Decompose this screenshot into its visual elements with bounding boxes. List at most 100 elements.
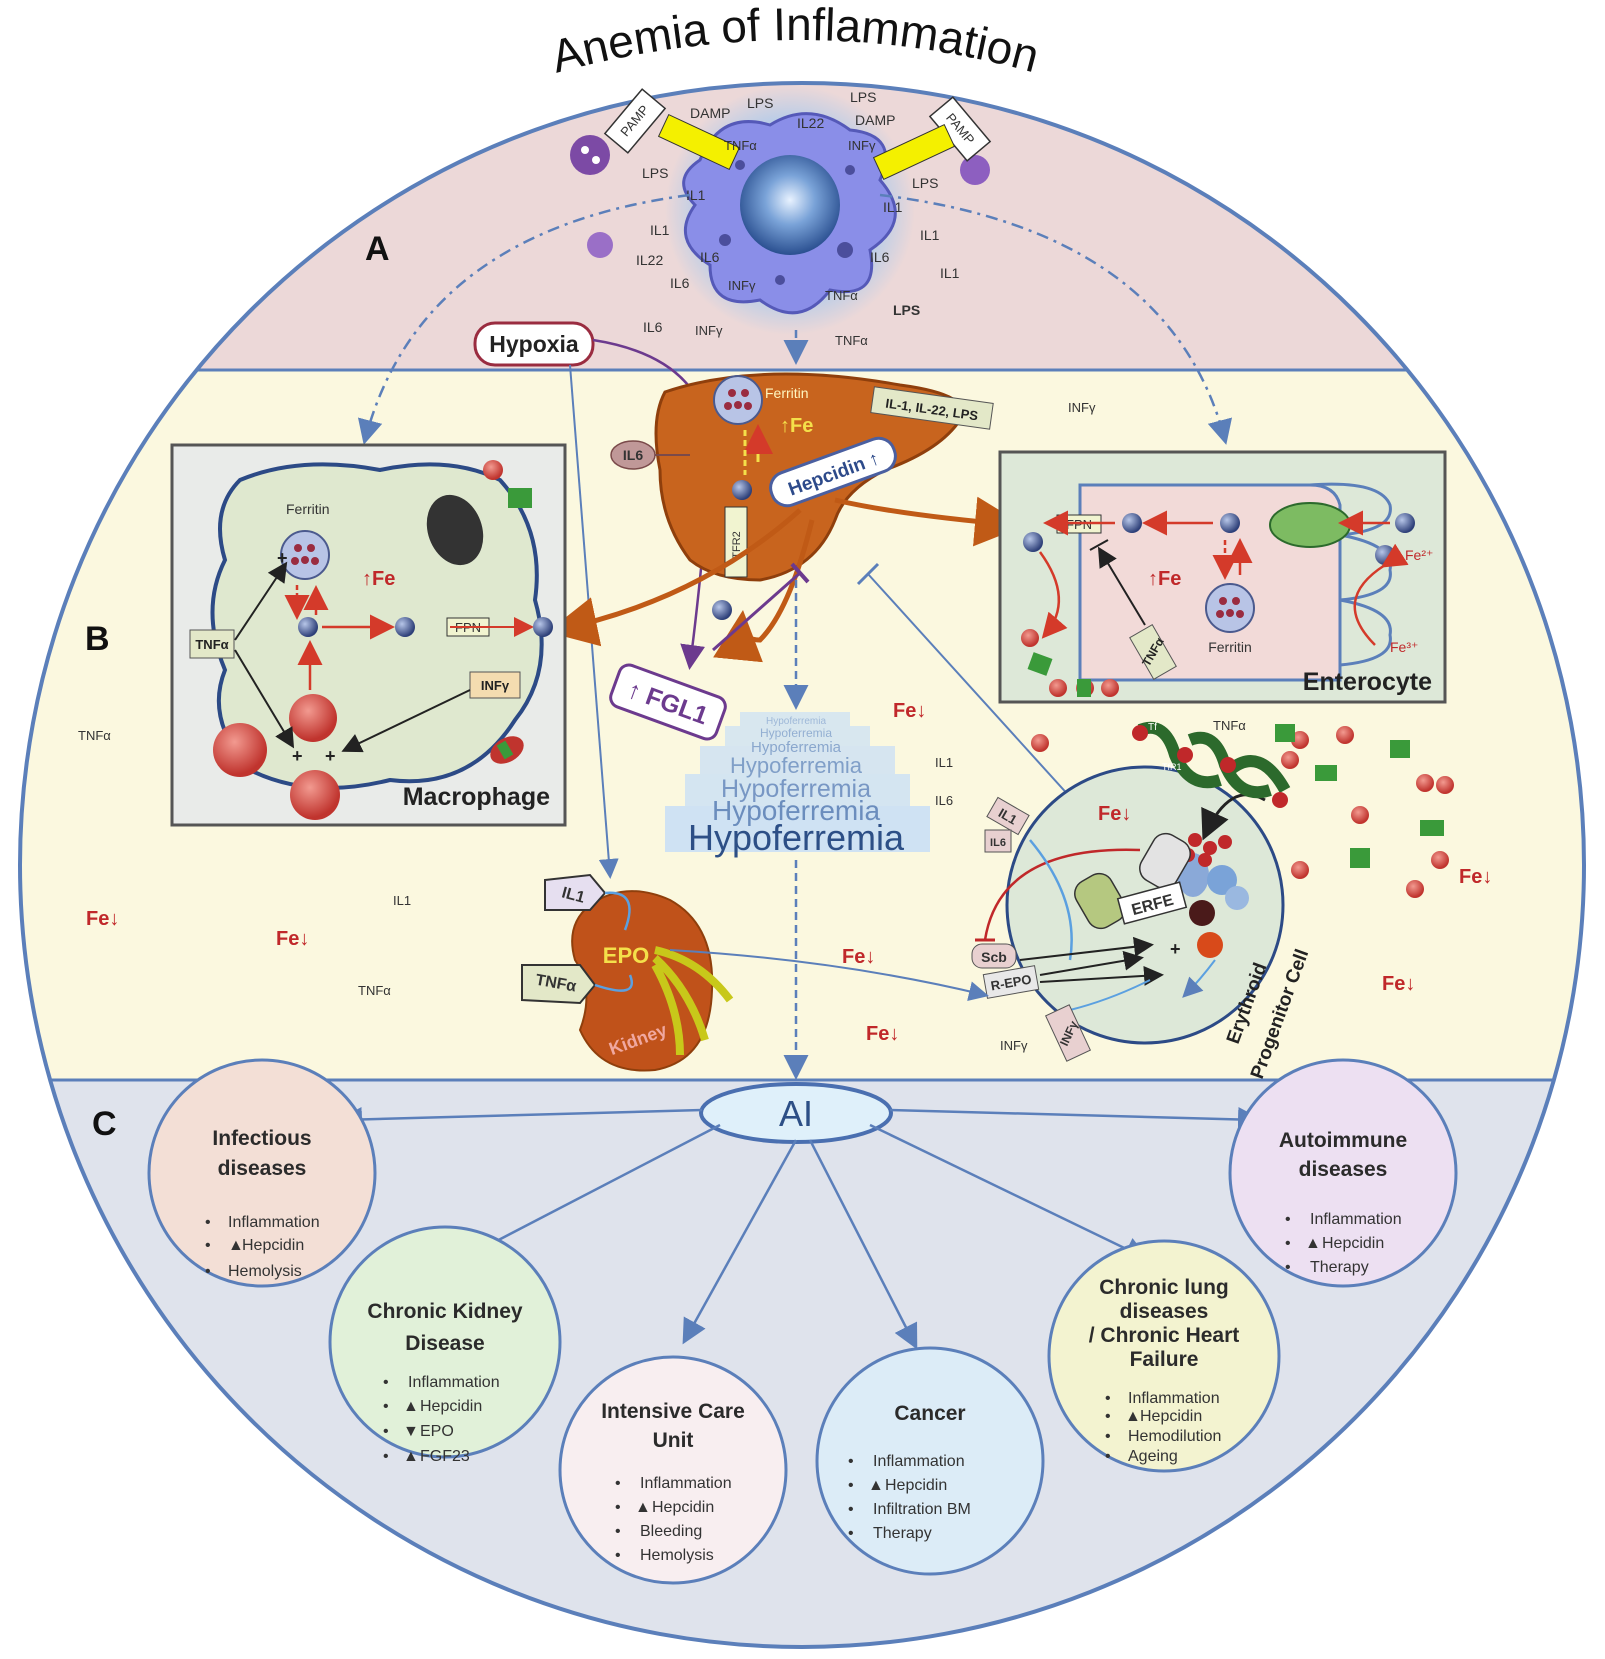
svg-text:•: • [383,1398,389,1415]
svg-text:DAMP: DAMP [855,112,895,128]
panel-label-c: C [92,1105,117,1143]
macrophage-box: Ferritin ↑Fe FPN TNFα INFγ + + + Macroph… [170,443,567,827]
svg-text:Intensive Care: Intensive Care [601,1400,745,1423]
svg-text:Hypoferremia: Hypoferremia [688,817,905,858]
svg-text:Ageing: Ageing [1128,1448,1178,1465]
ai-arrows [337,1106,1263,1350]
svg-text:•: • [848,1501,854,1518]
svg-text:Fe↓: Fe↓ [86,908,119,930]
svg-text:INFγ: INFγ [848,138,876,153]
svg-text:▲: ▲ [403,1398,419,1415]
svg-text:EPO: EPO [603,943,649,968]
panel-label-a: A [365,230,390,268]
svg-text:↑Fe: ↑Fe [780,415,813,437]
il6-receptor: IL6 [610,440,690,470]
svg-text:•: • [1105,1408,1111,1425]
svg-text:Inflammation: Inflammation [228,1214,320,1231]
svg-text:•: • [615,1475,621,1492]
panel-label-b: B [85,620,110,658]
svg-text:Failure: Failure [1130,1348,1199,1371]
svg-text:•: • [1105,1448,1111,1465]
hypoxia-box: Hypoxia [473,321,595,367]
svg-text:INFγ: INFγ [1000,1038,1028,1053]
svg-text:Fe↓: Fe↓ [842,946,875,968]
liver-infg-label: INFγ [1068,400,1096,415]
svg-text:diseases: diseases [1299,1158,1388,1181]
svg-text:Hypoferremia: Hypoferremia [730,753,863,778]
svg-text:TNFα: TNFα [195,637,228,652]
svg-text:Unit: Unit [653,1429,694,1452]
svg-text:▲: ▲ [228,1237,244,1254]
svg-text:•: • [848,1477,854,1494]
svg-text:IL1: IL1 [940,265,960,281]
svg-text:•: • [205,1263,211,1280]
svg-text:INFγ: INFγ [695,323,723,338]
hepcidin-to-macrophage-arrow [547,508,802,647]
svg-text:LPS: LPS [850,89,876,105]
svg-text:IL6: IL6 [935,793,953,808]
svg-text:Ferritin: Ferritin [1208,639,1252,655]
svg-text:Fe³⁺: Fe³⁺ [1390,639,1418,655]
svg-text:TNFα: TNFα [724,138,757,153]
fgl1-inhibition-line [712,571,801,652]
kidney-il1-box: IL1 [544,873,607,911]
svg-text:Fe↓: Fe↓ [893,700,926,722]
svg-text:•: • [1105,1428,1111,1445]
svg-text:•: • [1105,1390,1111,1407]
hepcidin-self-arrow [713,519,815,663]
svg-text:Disease: Disease [405,1332,484,1355]
macrophage-label: Macrophage [403,783,550,811]
svg-text:•: • [848,1525,854,1542]
svg-text:INFγ: INFγ [728,278,756,293]
svg-text:•: • [848,1453,854,1470]
svg-text:•: • [205,1214,211,1231]
svg-text:IL22: IL22 [797,115,824,131]
svg-text:Ferritin: Ferritin [286,501,330,517]
enterocyte-label: Enterocyte [1303,668,1432,696]
svg-text:TfR1: TfR1 [1162,762,1182,772]
svg-text:▲: ▲ [868,1477,884,1494]
svg-text:IL6: IL6 [700,249,720,265]
svg-text:Fe↓: Fe↓ [276,928,309,950]
svg-text:LPS: LPS [747,95,773,111]
diagram-title: Anemia of Inflammation [546,0,1045,83]
disease-autoimmune: Autoimmune diseases •Inflammation •▲Hepc… [1228,1058,1458,1288]
svg-text:▲: ▲ [403,1448,419,1465]
svg-text:/ Chronic Heart: / Chronic Heart [1089,1324,1240,1347]
svg-text:Chronic lung: Chronic lung [1099,1276,1229,1299]
liver-ferritin-icon [713,375,763,425]
transferrin-receptors: Tf TfR1 [1132,721,1291,808]
svg-text:▼: ▼ [403,1423,419,1440]
svg-text:Hypoxia: Hypoxia [489,331,579,357]
svg-text:Therapy: Therapy [873,1525,932,1542]
svg-text:FGF23: FGF23 [420,1448,470,1465]
panel-a-cytokines: DAMP LPS LPS DAMP IL22 TNFα INFγ LPS IL1… [636,89,960,348]
svg-text:Inflammation: Inflammation [1128,1390,1220,1407]
fe-down-labels: Fe↓ Fe↓ Fe↓ Fe↓ Fe↓ Fe↓ Fe↓ [86,700,1492,1045]
svg-text:+: + [325,746,336,766]
hypoferremia-stack: Hypoferremia Hypoferremia Hypoferremia H… [665,712,930,858]
svg-text:IL6: IL6 [643,319,663,335]
svg-text:IL1: IL1 [883,199,903,215]
svg-text:TNFα: TNFα [835,333,868,348]
svg-text:diseases: diseases [1120,1300,1209,1323]
svg-text:Hemolysis: Hemolysis [228,1263,302,1280]
outer-circle [18,81,1586,1649]
svg-text:▲: ▲ [635,1499,651,1516]
erfe-inhibition-line [867,573,1101,831]
svg-text:IL22: IL22 [636,252,663,268]
svg-text:Hepcidin: Hepcidin [652,1499,714,1516]
enterocyte-box: FPN ↑Fe Ferritin TNFα Fe²⁺ Fe³⁺ Enterocy… [998,450,1447,704]
svg-text:IL1: IL1 [686,187,706,203]
r-epo-receptor: R-EPO [982,965,1040,999]
svg-text:DAMP: DAMP [690,105,730,121]
svg-text:Hypoferremia: Hypoferremia [766,716,826,727]
svg-text:+: + [277,548,288,568]
svg-text:TNFα: TNFα [78,728,111,743]
disease-icu: Intensive Care Unit •Inflammation •▲Hepc… [558,1355,788,1585]
macrophage-ferritin-icon [280,530,330,580]
svg-text:Ferritin: Ferritin [765,385,809,401]
cell-nucleus [740,155,840,255]
scb-receptor: Scb [971,943,1017,969]
liver-fe-icon [732,480,752,500]
